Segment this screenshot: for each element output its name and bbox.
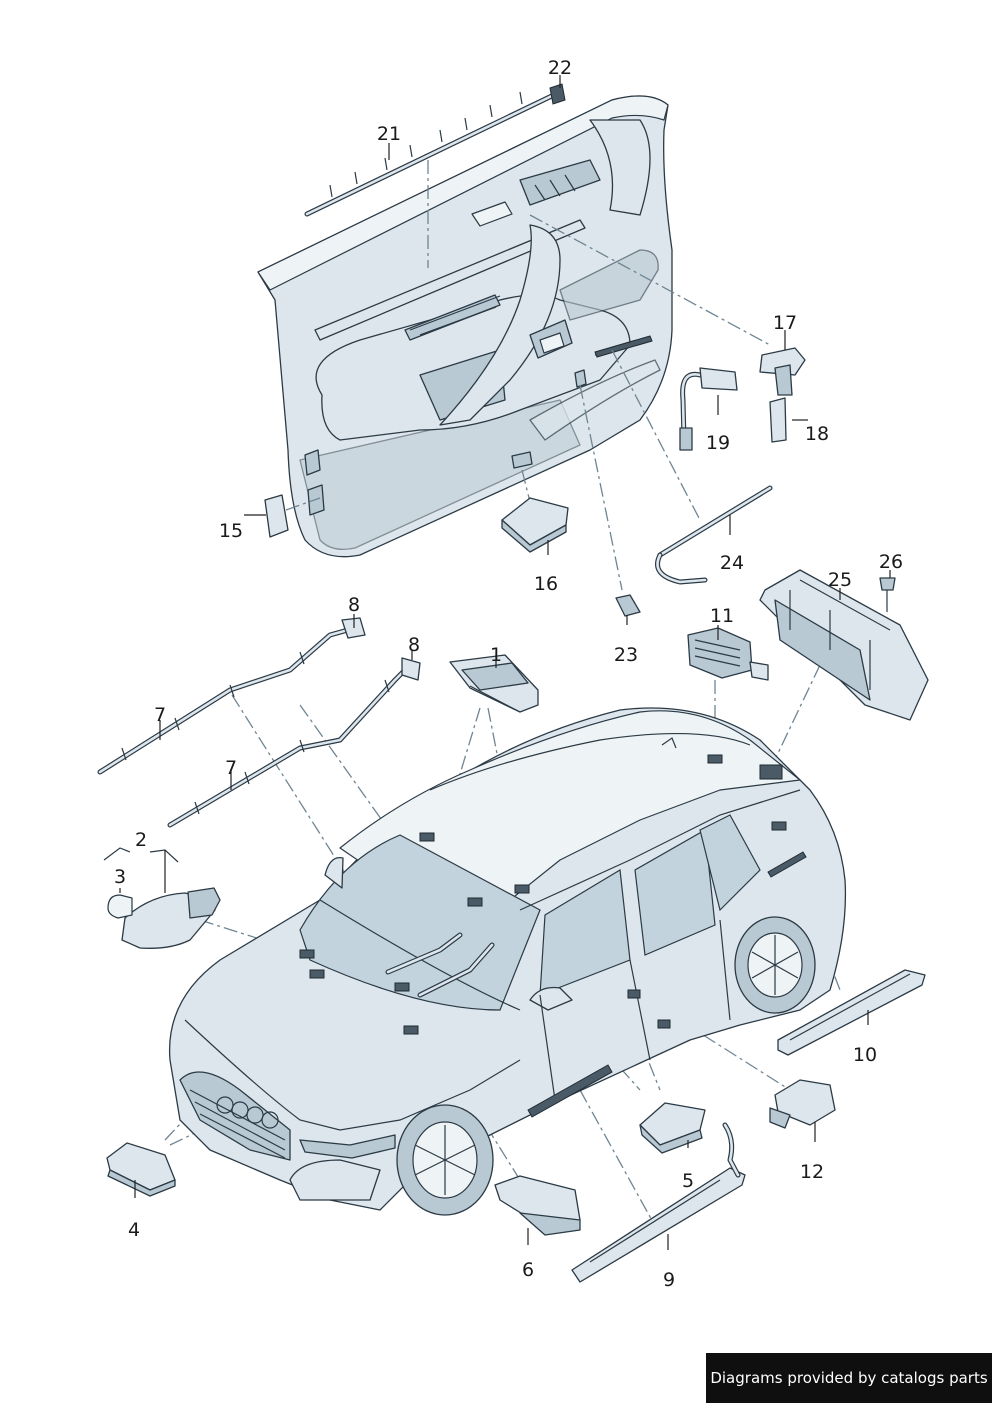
label-part-2: 2 <box>135 829 147 851</box>
label-part-7-upper: 7 <box>154 704 166 726</box>
label-part-21: 21 <box>377 123 401 145</box>
label-part-9: 9 <box>663 1269 675 1291</box>
label-part-17: 17 <box>773 312 797 334</box>
car-body <box>168 707 847 1216</box>
ambient-light-strip-21 <box>304 83 566 217</box>
part-4-light-module <box>106 1142 176 1197</box>
part-9-door-sill <box>571 1122 746 1283</box>
part-2-3-lamp-socket <box>103 847 221 949</box>
label-part-1: 1 <box>490 644 502 666</box>
label-part-23: 23 <box>614 644 638 666</box>
part-10-sill-strip <box>777 969 926 1056</box>
catalog-credit-text: Diagrams provided by catalogs parts <box>710 1369 988 1387</box>
label-part-10: 10 <box>853 1044 877 1066</box>
label-leaders <box>119 75 891 1250</box>
parts-17-18-19-connectors <box>679 347 806 451</box>
label-part-5: 5 <box>682 1170 694 1192</box>
part-12-light-module <box>769 1079 836 1129</box>
label-part-3: 3 <box>114 866 126 888</box>
label-part-15: 15 <box>219 520 243 542</box>
label-part-25: 25 <box>828 569 852 591</box>
part-16-light-module <box>501 497 569 553</box>
label-part-24: 24 <box>720 552 744 574</box>
part-5-light-module <box>639 1102 706 1154</box>
label-part-8-upper: 8 <box>348 594 360 616</box>
part-6-light-module <box>494 1175 581 1236</box>
part-1-interior-light <box>449 654 539 713</box>
label-part-22: 22 <box>548 57 572 79</box>
label-part-11: 11 <box>710 605 734 627</box>
label-part-7-lower: 7 <box>225 757 237 779</box>
catalog-credit-banner: Diagrams provided by catalogs parts <box>706 1353 992 1403</box>
label-part-8-lower: 8 <box>408 634 420 656</box>
part-labels: 1 2 3 4 5 6 7 7 8 8 9 10 11 12 15 16 17 … <box>114 57 903 1291</box>
label-part-19: 19 <box>706 432 730 454</box>
label-part-26: 26 <box>879 551 903 573</box>
label-part-6: 6 <box>522 1259 534 1281</box>
part-11-speaker-light <box>687 627 769 681</box>
part-23-clip <box>615 594 641 617</box>
part-15-trim-light <box>264 494 289 538</box>
part-24-light-guide <box>655 485 773 585</box>
door-trim-panel <box>257 95 673 558</box>
label-part-4: 4 <box>128 1219 140 1241</box>
label-part-18: 18 <box>805 423 829 445</box>
label-part-12: 12 <box>800 1161 824 1183</box>
part-7-8-harnesses <box>97 617 421 828</box>
part-25-26-bracket <box>759 569 929 721</box>
label-part-16: 16 <box>534 573 558 595</box>
